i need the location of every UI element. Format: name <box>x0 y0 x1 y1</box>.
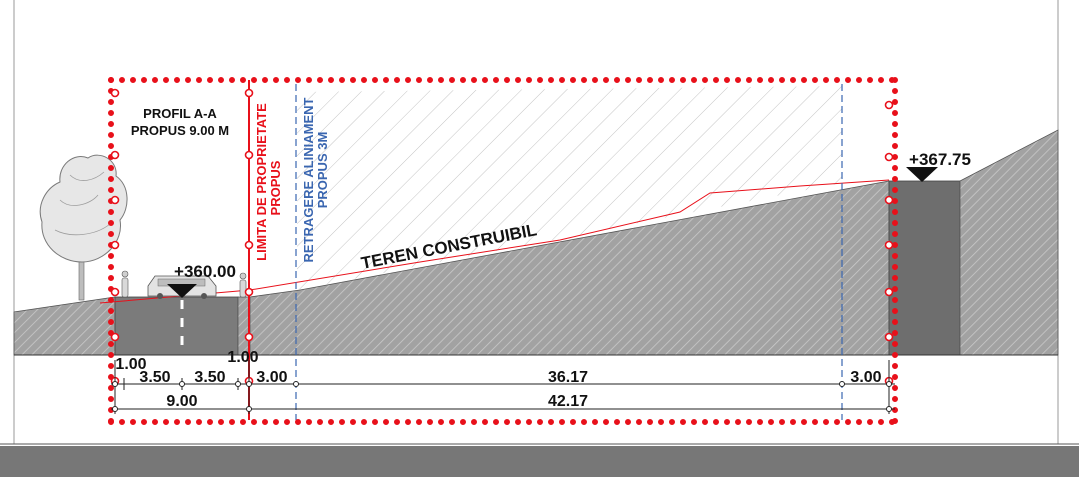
dimension-lines <box>111 360 895 414</box>
setback-label-2: PROPUS 3M <box>315 132 330 209</box>
dim-setback-front: 3.00 <box>256 369 287 386</box>
level-right-label: +367.75 <box>909 150 971 169</box>
footer-band <box>0 446 1079 477</box>
property-limit-label-2: PROPUS <box>268 160 283 215</box>
dim-buildable-depth: 36.17 <box>548 369 588 386</box>
boundary-dots <box>108 77 898 425</box>
dim-lane-left: 3.50 <box>139 369 170 386</box>
dim-sidewalk-right: 1.00 <box>227 349 258 366</box>
dim-sidewalk-left: 1.00 <box>115 356 146 373</box>
level-left-label: +360.00 <box>174 262 236 281</box>
section-title-line1: PROFIL A-A <box>143 106 217 121</box>
tree-icon <box>39 154 128 301</box>
section-title-line2: PROPUS 9.00 M <box>131 123 229 138</box>
dim-lane-right: 3.50 <box>194 369 225 386</box>
dim-plot-total: 42.17 <box>548 393 588 410</box>
right-hill <box>959 129 1059 356</box>
right-platform <box>888 180 961 356</box>
dim-road-total: 9.00 <box>166 393 197 410</box>
level-marker-left <box>167 284 197 298</box>
level-marker-right <box>906 167 938 182</box>
ground-left <box>13 296 116 356</box>
road-slab <box>114 296 239 356</box>
dim-setback-back: 3.00 <box>850 369 881 386</box>
property-limit-label-1: LIMITA DE PROPRIETATE <box>254 103 269 261</box>
buildable-zone-hatch <box>297 86 842 290</box>
existing-terrain-line <box>99 179 890 304</box>
setback-label-1: RETRAGERE ALINIAMENT <box>301 97 316 262</box>
pedestrian-icon <box>121 270 129 298</box>
dimension-ticks <box>112 381 892 412</box>
pedestrian-right-icon <box>239 272 247 298</box>
